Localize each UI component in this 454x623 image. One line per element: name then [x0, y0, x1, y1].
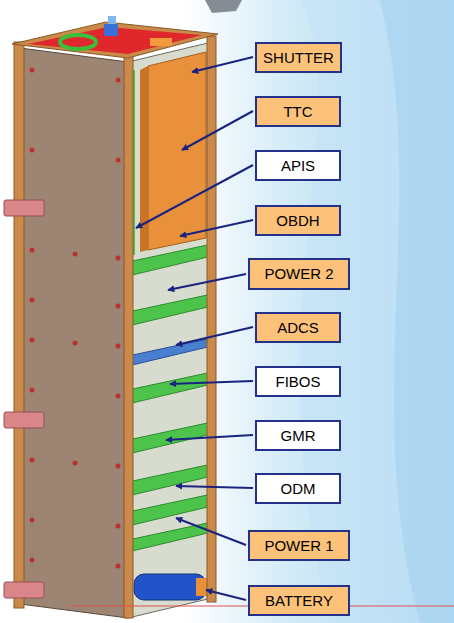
part-label: FIBOS: [275, 373, 320, 390]
top-part: [205, 0, 242, 13]
rail: [207, 36, 216, 602]
ttc-block: [148, 52, 206, 250]
leader-line: [136, 165, 253, 228]
part-label: ODM: [281, 480, 316, 497]
leader-line: [166, 435, 253, 440]
label-box: SHUTTER: [255, 42, 342, 73]
part-label: POWER 1: [264, 537, 333, 554]
part-label: BATTERY: [265, 592, 333, 609]
battery-cap: [196, 578, 208, 596]
rail: [14, 42, 24, 608]
leader-line: [192, 57, 253, 72]
circuit-board: [128, 464, 212, 496]
label-box: POWER 2: [248, 258, 350, 290]
shutter: [104, 24, 118, 36]
battery: [134, 574, 206, 600]
leader-line: [180, 220, 253, 236]
part-label: SHUTTER: [263, 49, 334, 66]
top-block: [150, 38, 172, 46]
label-box: OBDH: [255, 205, 341, 236]
label-box: APIS: [255, 150, 341, 181]
label-box: POWER 1: [248, 530, 350, 561]
part-label: OBDH: [276, 212, 319, 229]
part-label: GMR: [281, 427, 316, 444]
leader-line: [176, 518, 246, 545]
bracket: [4, 200, 44, 216]
screws: [30, 68, 121, 569]
leader-line: [176, 486, 253, 488]
leader-line: [170, 381, 253, 384]
circuit-board: [128, 338, 212, 366]
circuit-board: [128, 244, 212, 276]
circuit-board: [128, 294, 212, 326]
part-label: APIS: [281, 157, 315, 174]
leader-lines: [136, 57, 253, 600]
top-frame: [12, 22, 218, 58]
bracket: [4, 582, 44, 598]
leader-line: [176, 327, 253, 345]
side-panel: [20, 48, 128, 618]
leader-line: [182, 111, 253, 150]
circuit-board: [128, 494, 212, 526]
background-swirl: [380, 0, 454, 623]
aperture-ring: [60, 35, 96, 49]
part-label: ADCS: [277, 319, 319, 336]
label-box: GMR: [255, 420, 341, 451]
part-label: TTC: [283, 103, 312, 120]
circuit-board: [128, 372, 212, 404]
label-box: ODM: [255, 473, 341, 504]
interior: [128, 42, 212, 618]
bracket: [4, 412, 44, 428]
part-label: POWER 2: [264, 265, 333, 282]
label-box: ADCS: [255, 312, 341, 343]
label-box: FIBOS: [255, 366, 341, 397]
label-box: BATTERY: [248, 585, 350, 616]
shutter-top: [108, 16, 116, 24]
rail: [124, 56, 133, 618]
leader-line: [206, 590, 246, 600]
label-box: TTC: [255, 96, 341, 127]
leader-line: [168, 274, 246, 290]
